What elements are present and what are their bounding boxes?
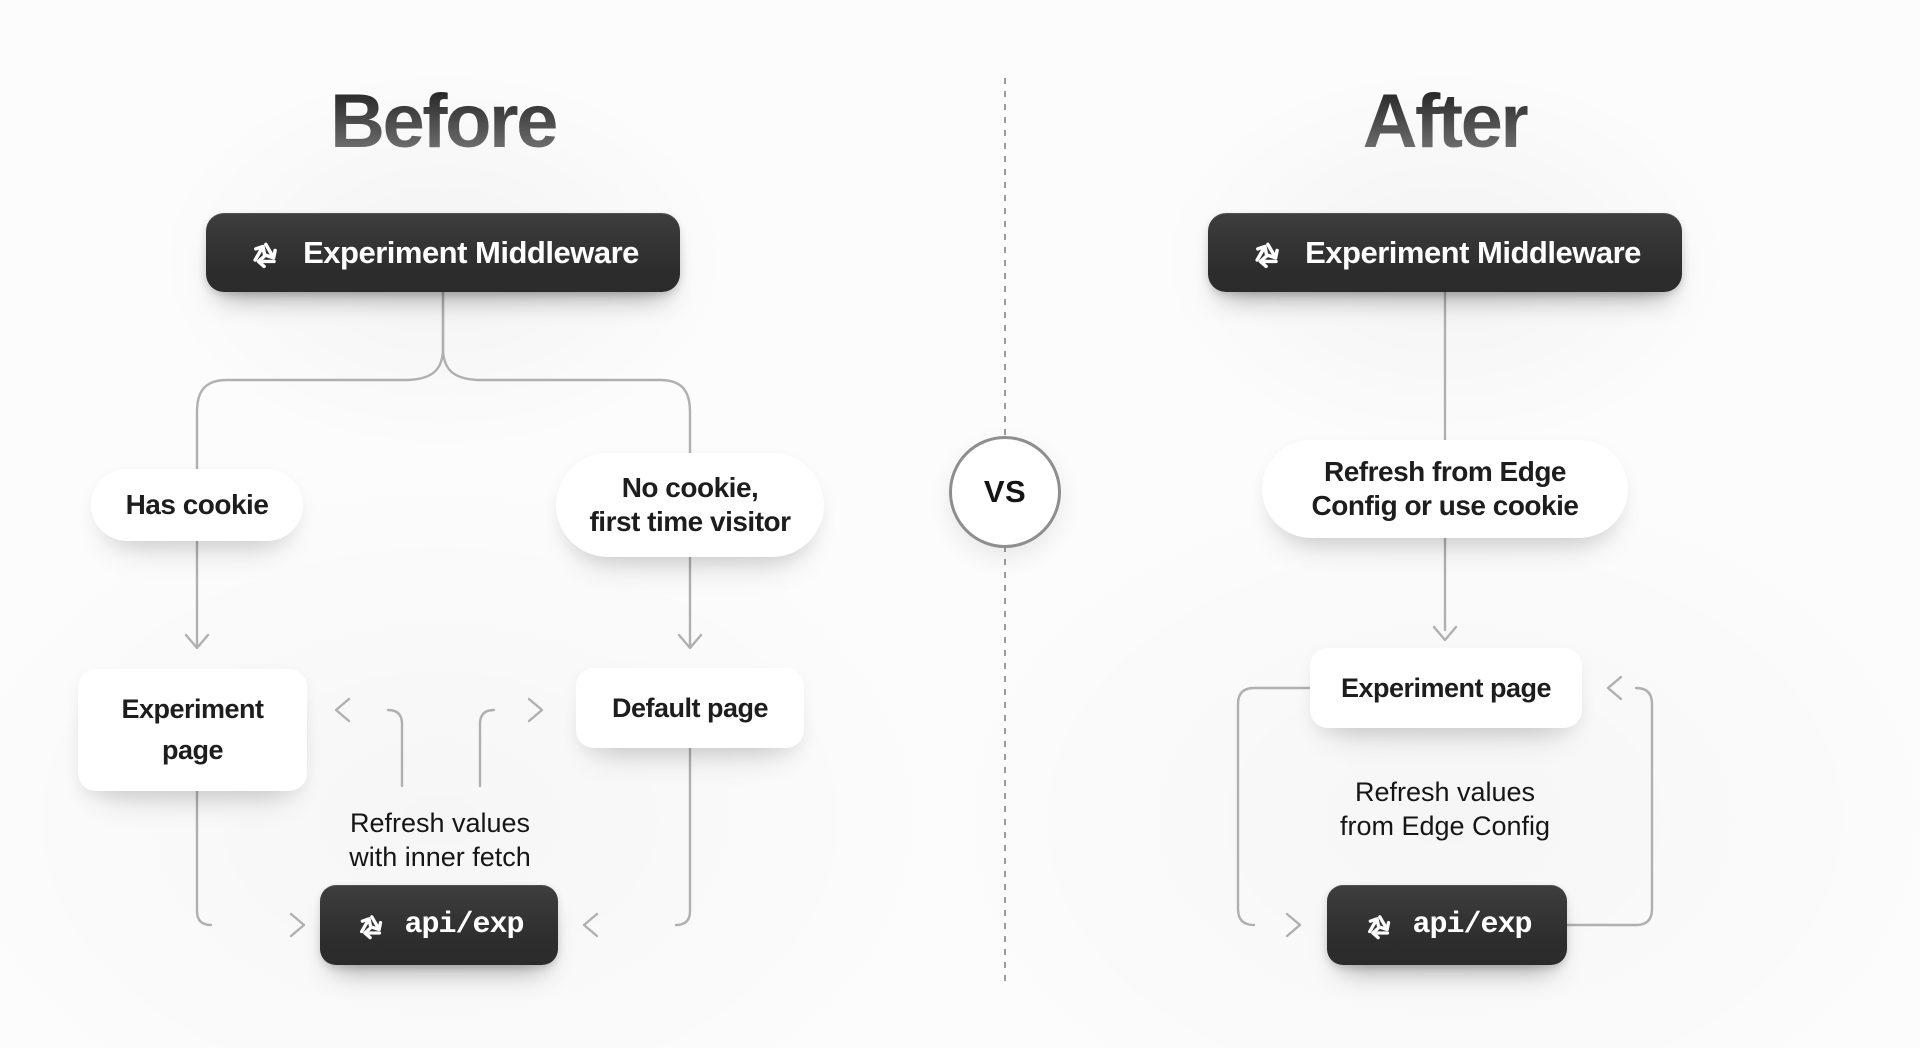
default-page-label: Default page bbox=[611, 692, 769, 723]
no-cookie-label-line2: first time visitor bbox=[589, 506, 791, 537]
before-middleware-button: Experiment Middleware bbox=[206, 213, 680, 292]
before-api-exp-button: api/exp bbox=[320, 885, 558, 965]
connector-middleware-to-has-cookie bbox=[195, 290, 445, 648]
before-refresh-note-line2: with inner fetch bbox=[349, 842, 531, 872]
no-cookie-pill: No cookie, first time visitor bbox=[556, 453, 824, 557]
has-cookie-label: Has cookie bbox=[125, 489, 269, 520]
arrowhead-to-experiment-page bbox=[184, 633, 210, 650]
vs-badge: VS bbox=[949, 436, 1061, 548]
arrowhead-into-api-right bbox=[582, 912, 599, 938]
before-experiment-page-card: Experiment page bbox=[78, 669, 307, 791]
before-api-exp-label: api/exp bbox=[404, 908, 524, 942]
arrowhead-loop-into-api bbox=[1285, 912, 1302, 938]
before-middleware-label: Experiment Middleware bbox=[303, 234, 639, 270]
default-page-card: Default page bbox=[576, 668, 804, 748]
before-refresh-note-line1: Refresh values bbox=[349, 808, 531, 838]
before-refresh-note: Refresh values with inner fetch bbox=[349, 806, 531, 874]
before-title: Before bbox=[330, 79, 558, 164]
after-api-exp-button: api/exp bbox=[1327, 885, 1567, 965]
arrowhead-to-default-page bbox=[677, 633, 703, 650]
after-experiment-page-label: Experiment page bbox=[1340, 672, 1552, 703]
arrowhead-into-api-left bbox=[289, 912, 306, 938]
after-experiment-page-card: Experiment page bbox=[1310, 648, 1582, 728]
has-cookie-pill: Has cookie bbox=[91, 469, 303, 541]
connector-api-up-to-default-page bbox=[478, 708, 496, 788]
connector-loop-page-to-api bbox=[1236, 686, 1312, 927]
refresh-strategy-line2: Config or use cookie bbox=[1311, 490, 1579, 521]
after-api-exp-label: api/exp bbox=[1412, 908, 1532, 942]
after-refresh-note-line2: from Edge Config bbox=[1339, 811, 1551, 841]
cycle-arrows-icon bbox=[356, 912, 386, 940]
arrowhead-to-after-experiment-page bbox=[1432, 625, 1458, 642]
cycle-arrows-icon bbox=[249, 239, 280, 268]
connector-default-page-to-api bbox=[674, 746, 692, 927]
before-experiment-page-line1: Experiment bbox=[121, 694, 264, 724]
connector-api-up-to-experiment-page bbox=[386, 708, 404, 788]
after-middleware-button: Experiment Middleware bbox=[1208, 213, 1682, 292]
arrowhead-up-left bbox=[334, 697, 351, 723]
cycle-arrows-icon bbox=[1364, 912, 1394, 940]
refresh-strategy-pill: Refresh from Edge Config or use cookie bbox=[1262, 440, 1628, 538]
before-experiment-page-line2: page bbox=[161, 735, 224, 765]
after-refresh-note: Refresh values from Edge Config bbox=[1340, 775, 1550, 843]
connector-middleware-to-no-cookie bbox=[441, 290, 692, 648]
no-cookie-label-line1: No cookie, bbox=[621, 472, 759, 503]
cycle-arrows-icon bbox=[1251, 239, 1282, 268]
vs-label: VS bbox=[983, 474, 1027, 509]
refresh-strategy-line1: Refresh from Edge bbox=[1324, 456, 1567, 487]
after-refresh-note-line1: Refresh values bbox=[1354, 777, 1536, 807]
connector-experiment-page-to-api bbox=[195, 789, 213, 927]
arrowhead-up-right bbox=[527, 697, 544, 723]
after-middleware-label: Experiment Middleware bbox=[1305, 234, 1641, 270]
after-title: After bbox=[1362, 79, 1530, 164]
connector-loop-api-to-page bbox=[1565, 686, 1654, 927]
arrowhead-loop-into-page bbox=[1606, 675, 1623, 701]
